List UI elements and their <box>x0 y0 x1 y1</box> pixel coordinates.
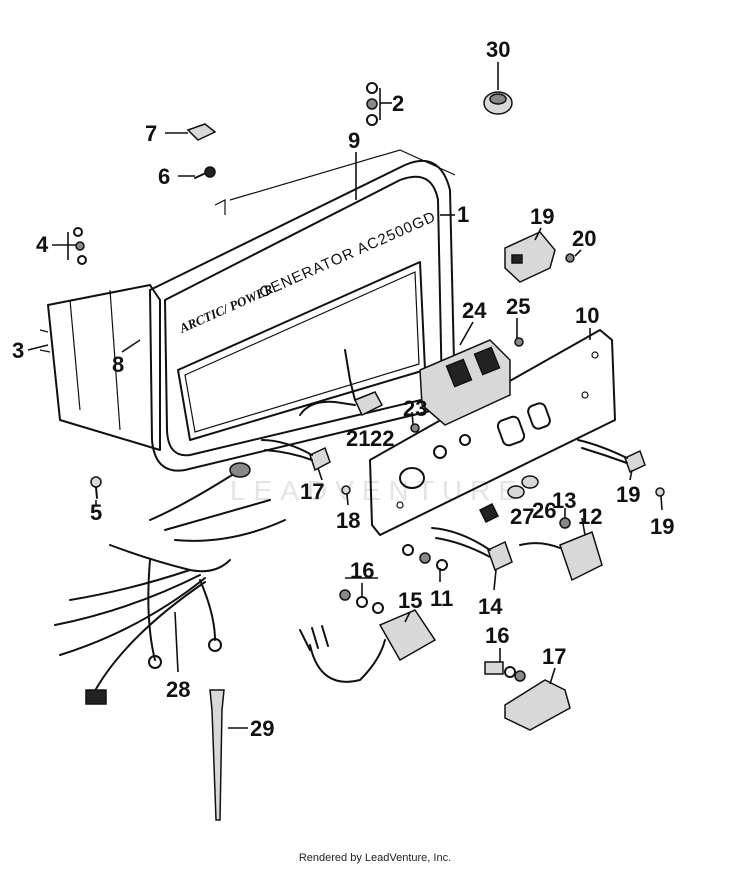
callout-22: 20 <box>572 226 596 251</box>
callout-10: 10 <box>575 303 599 328</box>
footer-credit: Rendered by LeadVenture, Inc. <box>298 852 452 864</box>
switch-parts <box>261 349 646 582</box>
part-26-receptacle <box>419 339 511 426</box>
leader-lines <box>27 62 663 729</box>
callout-6: 6 <box>158 164 170 189</box>
callout-31: 29 <box>250 716 274 741</box>
callout-20: 19 <box>616 482 640 507</box>
callout-21: 19 <box>530 204 554 229</box>
part-15-module <box>299 609 437 683</box>
callout-32: 30 <box>486 37 510 62</box>
callout-14: 14 <box>478 594 503 619</box>
callout-16-upper: 16 <box>350 558 374 583</box>
callout-16-lower: 16 <box>485 623 509 648</box>
callout-26: 24 <box>462 298 487 323</box>
callout-19-left: 18 <box>336 508 360 533</box>
callout-24: 22 <box>370 426 394 451</box>
part-21-breaker <box>504 231 556 283</box>
callout-4: 4 <box>36 232 49 257</box>
callout-12: 12 <box>578 504 602 529</box>
part-1-front-panel: ARCTIC/ POWER GENERATOR AC2500GD <box>149 149 456 472</box>
callout-2: 2 <box>392 91 404 116</box>
callout-27: 25 <box>506 294 530 319</box>
callout-15: 15 <box>398 588 422 613</box>
callout-19-right: 19 <box>650 514 674 539</box>
callout-17: 17 <box>542 644 566 669</box>
callout-18: 17 <box>300 479 324 504</box>
callout-labels: 30 2 7 9 6 1 19 20 4 24 25 10 3 8 23 21 … <box>12 37 674 741</box>
hardware-parts <box>73 82 665 682</box>
callout-8: 8 <box>112 352 124 377</box>
callout-11: 11 <box>430 586 453 611</box>
watermark-text: LEADVENTURE <box>230 475 525 506</box>
callout-7: 7 <box>145 121 157 146</box>
callout-9: 9 <box>348 128 360 153</box>
part-3-housing <box>39 284 161 451</box>
part-32-knob <box>483 91 513 115</box>
callout-13: 13 <box>552 488 576 513</box>
callout-25: 23 <box>403 396 427 421</box>
callout-28: 26 <box>532 498 556 523</box>
part-17-cover <box>504 679 571 731</box>
callout-1: 1 <box>457 202 469 227</box>
part-10-control-plate <box>369 329 616 536</box>
callout-30: 28 <box>166 677 190 702</box>
callout-3: 3 <box>12 338 24 363</box>
part-30-wire-harness <box>54 462 286 705</box>
part-31-cable-tie <box>209 689 225 821</box>
callout-23: 21 <box>346 426 370 451</box>
panel-model-label: GENERATOR AC2500GD <box>257 208 439 301</box>
callout-5: 5 <box>90 500 102 525</box>
callout-29: 27 <box>510 504 534 529</box>
